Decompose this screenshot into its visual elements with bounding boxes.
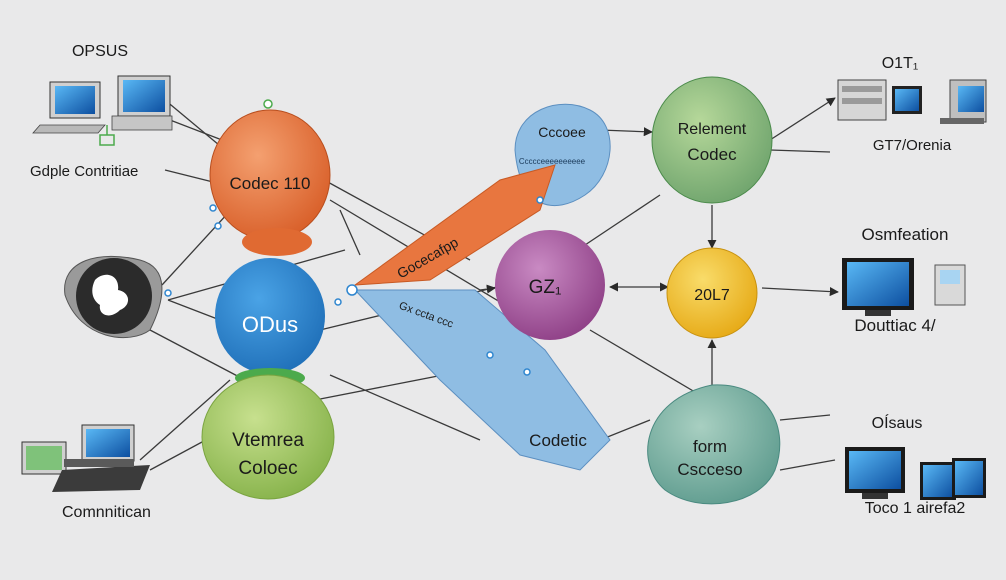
- node-gz: GZ₁: [495, 230, 605, 340]
- edge: [779, 414, 831, 421]
- node-form-label-1: form: [693, 437, 727, 456]
- mid-right-title: Osmfeation: [862, 225, 949, 244]
- node-vtemrea-coloec: Vtemrea Coloec: [201, 368, 335, 500]
- bottom-right-devices: [845, 447, 986, 500]
- node-20l7-label: 20L7: [694, 287, 730, 304]
- node-codec-110: Codec 110: [209, 109, 331, 256]
- monitor-icon: [32, 81, 106, 134]
- edge: [761, 287, 839, 297]
- node-codec-110-label: Codec 110: [230, 174, 311, 193]
- edge: [139, 379, 231, 461]
- edge: [599, 419, 651, 441]
- monitor-icon: [845, 447, 905, 499]
- node-vtemrea-label-1: Vtemrea: [232, 430, 304, 451]
- workstation-icon: [934, 264, 966, 306]
- node-odus: ODus: [215, 258, 325, 374]
- monitor-icon: [892, 86, 922, 114]
- plug-icon: [99, 125, 115, 146]
- edge: [769, 97, 836, 141]
- top-right-title: O1T₁: [882, 55, 919, 72]
- edge: [169, 119, 223, 141]
- node-relement-codec: Relement Codec: [651, 76, 773, 204]
- edge: [329, 374, 481, 441]
- mid-right-devices: [842, 258, 966, 316]
- edge: [167, 299, 221, 321]
- edge: [779, 459, 836, 471]
- connector-dots: [164, 99, 544, 376]
- edge: [479, 284, 496, 294]
- node-vtemrea-label-2: Coloec: [238, 458, 297, 479]
- monitor-icon: [21, 441, 67, 475]
- node-form-cscceso: form Cscceso: [647, 384, 781, 505]
- top-left-computers: [32, 75, 173, 146]
- globe-icon: [64, 255, 163, 339]
- server-icon: [837, 79, 887, 121]
- edge: [164, 99, 226, 151]
- node-codetic-band: Gx ccta ccc Codetic: [353, 289, 611, 471]
- top-right-caption: GT7/Orenia: [873, 137, 952, 154]
- monitor-icon: [920, 462, 956, 500]
- top-left-caption: Gdple Contritiae: [30, 163, 138, 180]
- node-relement-label-1: Relement: [678, 121, 747, 138]
- mid-right-caption: Douttiac 4/: [854, 316, 936, 335]
- bottom-left-computers: [21, 424, 150, 492]
- node-codetic-label: Codetic: [529, 431, 587, 450]
- monitor-icon: [952, 458, 986, 498]
- edge: [584, 194, 661, 246]
- edge: [769, 149, 831, 153]
- top-left-title: OPSUS: [72, 43, 128, 60]
- node-form-label-2: Cscceso: [677, 460, 742, 479]
- node-odus-label: ODus: [242, 312, 298, 337]
- workstation-icon: [940, 79, 987, 124]
- node-cccoee-label-2: Ccccceeeeeeeeee: [519, 157, 586, 166]
- node-relement-label-2: Codec: [687, 145, 737, 164]
- monitor-icon: [111, 75, 173, 131]
- bottom-right-title: OÍsaus: [872, 413, 923, 432]
- top-right-devices: [837, 79, 987, 124]
- edge: [164, 169, 214, 183]
- node-20l7: 20L7: [666, 247, 758, 339]
- bottom-left-caption: Comnnitican: [62, 504, 151, 521]
- node-gz-label: GZ₁: [529, 277, 562, 298]
- edge: [339, 209, 361, 256]
- edge: [589, 329, 701, 396]
- monitor-icon: [842, 258, 914, 316]
- edge: [599, 127, 653, 137]
- edge: [149, 329, 246, 381]
- bottom-right-caption: Toco 1 airefa2: [865, 500, 966, 517]
- node-cccoee-label-1: Cccoee: [538, 124, 586, 140]
- laptop-icon: [52, 424, 150, 492]
